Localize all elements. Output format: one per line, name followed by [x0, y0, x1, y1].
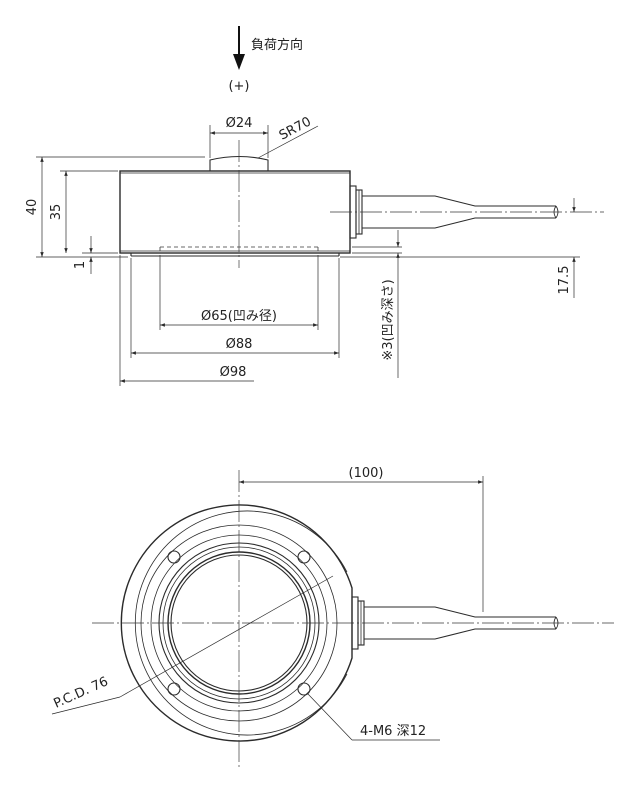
flange-outline: [120, 504, 353, 742]
side-view: Ø24 SR70 40 35 1 Ø65(凹み径) Ø88 Ø98: [25, 114, 604, 386]
top-cable-connector: [351, 596, 559, 650]
mounting-holes: [167, 550, 311, 696]
load-sign-label: (+): [228, 79, 249, 94]
mounting-hole: [167, 550, 181, 564]
mounting-hole: [297, 682, 311, 696]
dim-holes: 4-M6 深12: [360, 724, 426, 739]
load-arrow-head: [233, 54, 245, 70]
dim-button-dia: Ø24: [226, 116, 253, 131]
dim-body-height: 35: [49, 204, 64, 221]
dim-cable-length: (100): [349, 466, 384, 481]
load-direction: 負荷方向 (+): [228, 26, 303, 94]
top-view: (100) P.C.D. 76 4-M6 深12: [52, 466, 614, 770]
dim-recess-dia: Ø65(凹み径): [201, 309, 277, 324]
dim-recess-note: ※3(凹み深さ): [381, 279, 396, 360]
mounting-hole: [297, 550, 311, 564]
dim-pcd: P.C.D. 76: [52, 674, 111, 711]
load-direction-label: 負荷方向: [251, 37, 303, 53]
load-cell-body: [119, 170, 351, 254]
dim-base-dia: Ø88: [226, 337, 253, 352]
dim-body-dia: Ø98: [220, 365, 247, 380]
dim-total-height: 40: [25, 199, 40, 216]
mounting-hole: [167, 682, 181, 696]
dim-cable-height: 17.5: [557, 266, 572, 295]
dim-sphere-radius: SR70: [277, 114, 314, 143]
dim-recess-depth: 1: [73, 261, 88, 269]
